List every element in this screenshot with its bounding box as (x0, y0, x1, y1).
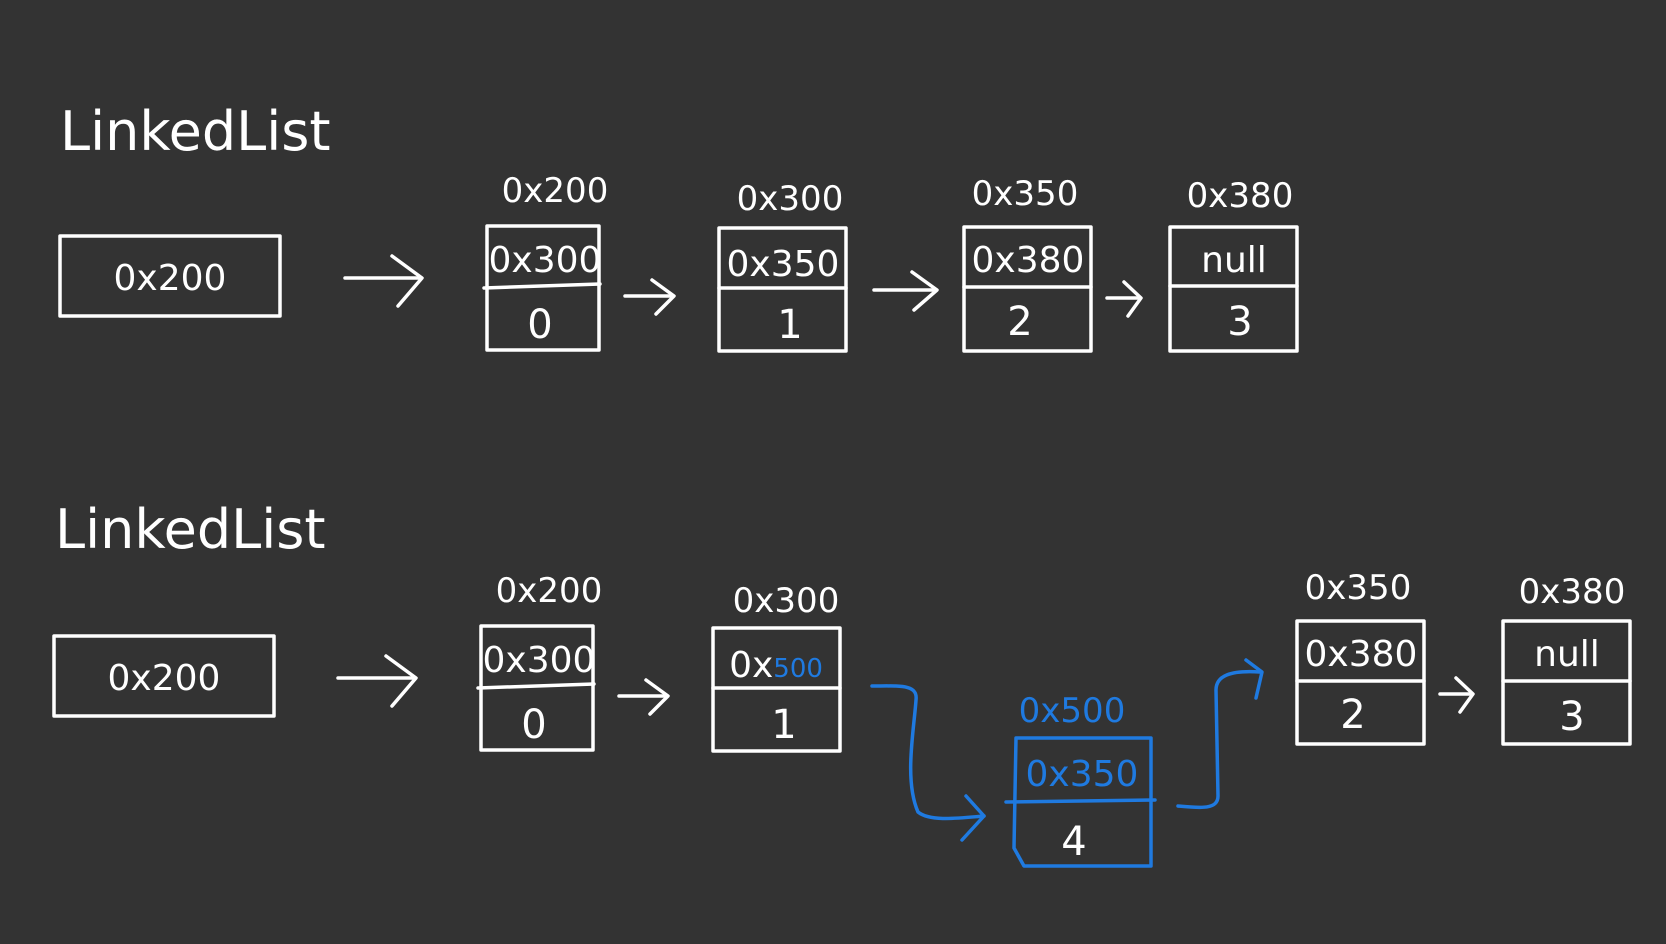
diagram-1-arrow-head (343, 254, 424, 308)
diagram-2-node-0: 0x200 0x300 0 (476, 571, 603, 752)
diagram-1-node-0-value: 0 (527, 302, 552, 348)
diagram-2-node-1: 0x300 0x500 1 (711, 581, 842, 753)
linked-list-diagram-2: LinkedList 0x200 0x200 0x300 0 0x300 0x5 (52, 498, 1632, 868)
diagram-2-node-0-address: 0x200 (496, 571, 603, 611)
diagram-2-node-2: 0x350 0x380 2 (1295, 568, 1426, 746)
diagram-2-node-3: 0x380 null 3 (1501, 572, 1632, 746)
diagram-1-node-3-address: 0x380 (1187, 176, 1294, 216)
diagram-2-arrow-head (336, 654, 418, 708)
diagram-1-node-0: 0x200 0x300 0 (482, 171, 609, 352)
diagram-2-node-new-next: 0x350 (1026, 754, 1139, 795)
diagram-2-head-pointer: 0x200 (108, 658, 221, 699)
diagram-2-node-1-address: 0x300 (733, 581, 840, 621)
diagram-1-head-box (58, 234, 282, 318)
diagram-2-node-0-next: 0x300 (483, 640, 596, 681)
diagram-2-node-new: 0x500 0x350 4 (1004, 691, 1157, 868)
diagram-1-node-3-next: null (1201, 240, 1267, 281)
diagram-1-node-1-address: 0x300 (737, 179, 844, 219)
diagram-2-node-1-next-highlight: 500 (773, 654, 823, 684)
linked-list-diagram-1: LinkedList 0x200 0x200 0x300 0 0x300 0x3 (58, 100, 1299, 353)
diagram-2-arrow-2-3 (1438, 676, 1475, 714)
diagram-2-title: LinkedList (55, 498, 326, 561)
diagram-2-arrow-1-new (870, 684, 986, 842)
diagram-2-node-3-address: 0x380 (1519, 572, 1626, 612)
diagram-1-node-0-address: 0x200 (502, 171, 609, 211)
diagram-1-node-1-next: 0x350 (727, 244, 840, 285)
diagram-1-node-2: 0x350 0x380 2 (962, 174, 1093, 353)
diagram-2-arrow-0-1 (617, 678, 670, 716)
diagram-2-node-2-value: 2 (1340, 692, 1365, 738)
diagram-1-node-2-next: 0x380 (972, 240, 1085, 281)
diagram-1-node-2-value: 2 (1007, 299, 1032, 345)
diagram-1-arrow-0-1 (623, 278, 676, 316)
diagram-1-arrow-2-3 (1105, 280, 1143, 318)
diagram-2-node-3-next: null (1534, 634, 1600, 675)
diagram-2-arrow-new-2 (1176, 658, 1264, 810)
diagram-2-head-box (52, 634, 276, 718)
diagram-2-node-1-next: 0x500 (729, 645, 823, 686)
diagram-2-node-2-next: 0x380 (1305, 634, 1418, 675)
diagram-1-head-pointer: 0x200 (114, 258, 227, 299)
diagram-2-node-3-value: 3 (1559, 694, 1584, 740)
diagram-2-node-1-next-prefix: 0x (729, 645, 773, 686)
diagram-2-node-0-value: 0 (521, 702, 546, 748)
diagram-1-node-0-next: 0x300 (489, 240, 602, 281)
diagram-1-node-1: 0x300 0x350 1 (717, 179, 848, 353)
diagram-2-node-new-value: 4 (1061, 819, 1086, 865)
diagram-1-node-3: 0x380 null 3 (1168, 176, 1299, 353)
diagram-1-node-1-value: 1 (777, 302, 802, 348)
diagram-2-node-2-address: 0x350 (1305, 568, 1412, 608)
diagram-1-node-2-address: 0x350 (972, 174, 1079, 214)
diagram-2-node-new-address: 0x500 (1019, 691, 1126, 731)
diagram-1-node-3-value: 3 (1227, 299, 1252, 345)
diagram-1-arrow-1-2 (872, 270, 939, 312)
diagram-1-title: LinkedList (60, 100, 331, 163)
diagram-2-node-1-value: 1 (771, 702, 796, 748)
